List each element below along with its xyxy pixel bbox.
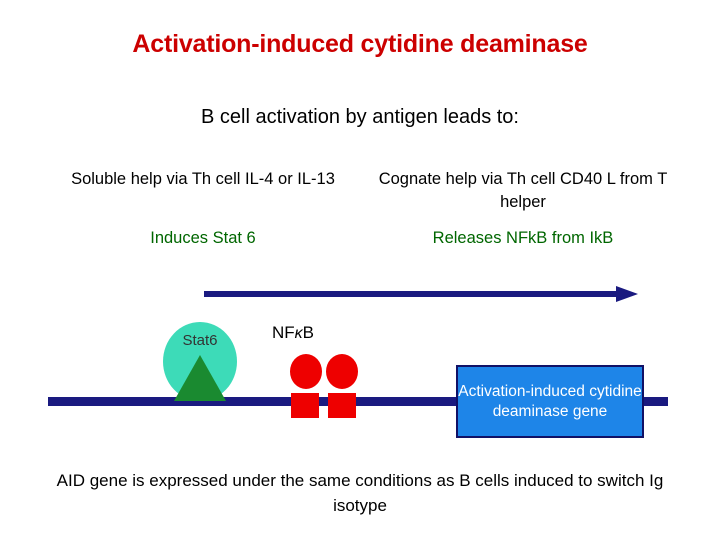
- nfkb-binding-square-left: [291, 393, 319, 418]
- aid-gene-box-label: Activation-induced cytidine deaminase ge…: [458, 382, 642, 420]
- arrow-shaft: [204, 291, 619, 297]
- aid-gene-box: Activation-induced cytidine deaminase ge…: [456, 365, 644, 438]
- nfkb-label-kappa: κ: [294, 325, 303, 342]
- rightward-arrow: [204, 286, 644, 304]
- dna-strand: [48, 397, 668, 406]
- right-column-description: Cognate help via Th cell CD40 L from T h…: [378, 170, 668, 211]
- nfkb-binding-square-right: [328, 393, 356, 418]
- nfkb-subunit-circle-left: [290, 354, 322, 389]
- left-column-result: Induces Stat 6: [150, 229, 256, 247]
- nfkb-label: NFκB: [272, 323, 382, 343]
- stat6-label: Stat6: [182, 332, 218, 349]
- page-title: Activation-induced cytidine deaminase: [132, 30, 588, 58]
- left-column-description: Soluble help via Th cell IL-4 or IL-13: [71, 170, 335, 188]
- nfkb-label-pre: NF: [272, 323, 295, 342]
- slide-footer-text: AID gene is expressed under the same con…: [56, 471, 664, 515]
- nfkb-label-post: B: [302, 323, 315, 342]
- arrow-head-icon: [616, 286, 638, 302]
- nfkb-subunit-circle-right: [326, 354, 358, 389]
- slide-subtitle: B cell activation by antigen leads to:: [201, 106, 519, 128]
- stat6-triangle-icon: [174, 355, 226, 401]
- right-column-result: Releases NFkB from IkB: [432, 229, 614, 247]
